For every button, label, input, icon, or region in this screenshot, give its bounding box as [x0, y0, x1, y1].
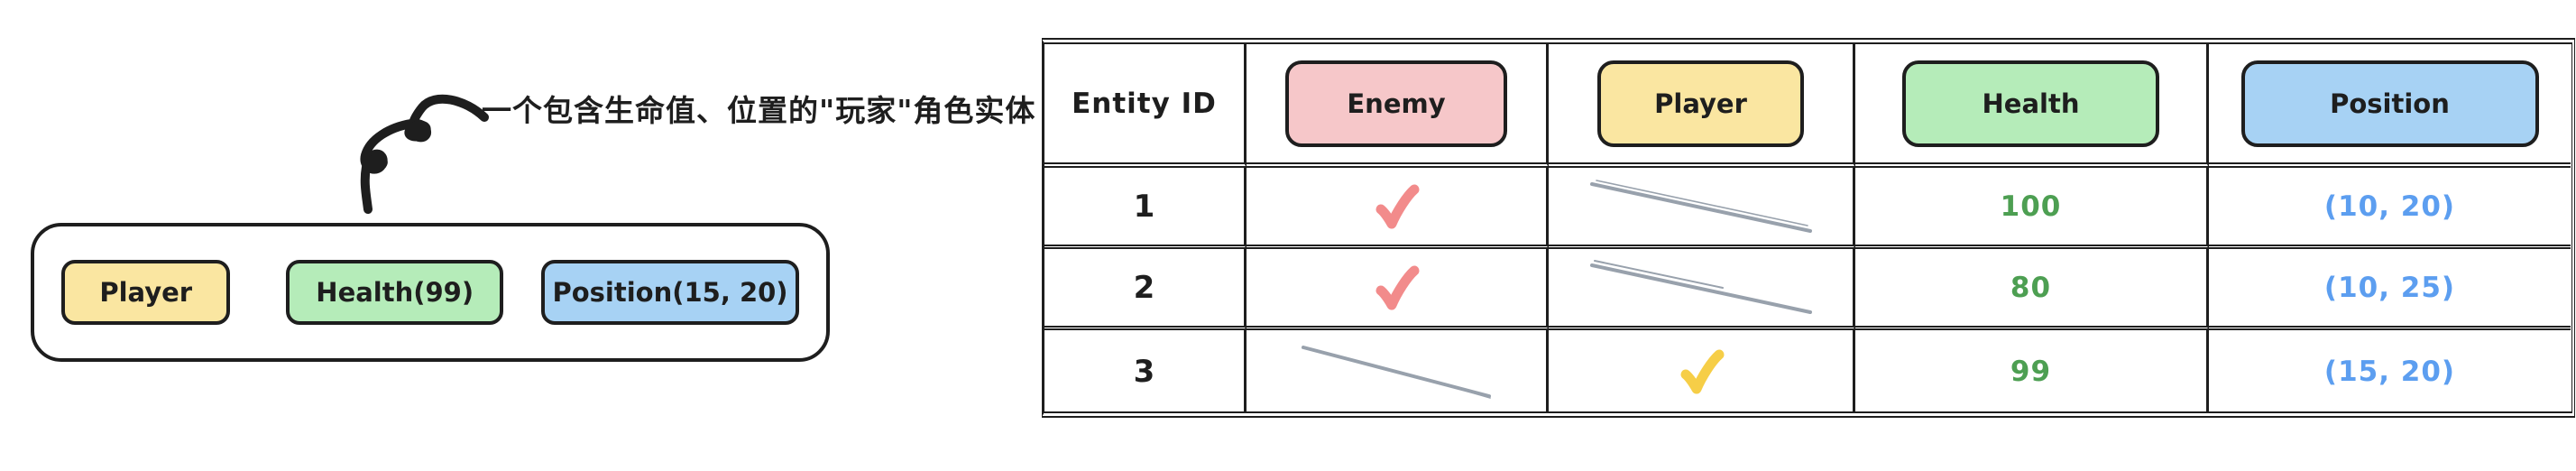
column-badge-position: Position — [2240, 60, 2539, 147]
row1-cell-enemy — [1247, 168, 1549, 249]
header-cell-player: Player — [1549, 44, 1855, 168]
check-icon — [1680, 349, 1724, 394]
column-badge-health: Health — [1902, 60, 2159, 147]
check-icon — [1375, 265, 1420, 309]
row2-cell-position: (10, 25) — [2209, 249, 2571, 330]
row1-cell-player — [1549, 168, 1855, 249]
row3-cell-position: (15, 20) — [2209, 330, 2571, 413]
row2-cell-player — [1549, 249, 1855, 330]
row2-entity-id: 2 — [1133, 269, 1155, 306]
component-badge-player: Player — [61, 260, 231, 325]
row1-health-value: 100 — [2000, 189, 2062, 223]
component-badge-health-label: Health(99) — [316, 277, 474, 308]
entity-id-header-label: Entity ID — [1072, 87, 1217, 120]
header-cell-health: Health — [1855, 44, 2209, 168]
column-badge-player-label: Player — [1654, 88, 1747, 119]
header-cell-entity-id: Entity ID — [1044, 44, 1247, 168]
row2-position-value: (10, 25) — [2323, 271, 2456, 304]
component-badge-health: Health(99) — [286, 260, 504, 325]
row1-cell-id: 1 — [1044, 168, 1247, 249]
row1-position-value: (10, 20) — [2323, 189, 2456, 223]
slash-icon — [1589, 179, 1812, 233]
row3-health-value: 99 — [2010, 356, 2052, 388]
row1-cell-position: (10, 20) — [2209, 168, 2571, 249]
header-cell-enemy: Enemy — [1247, 44, 1549, 168]
slash-icon — [1302, 346, 1491, 399]
slash-icon — [1589, 259, 1812, 314]
component-badge-position-label: Position(15, 20) — [552, 277, 788, 308]
column-badge-health-label: Health — [1982, 88, 2080, 119]
column-badge-position-label: Position — [2330, 88, 2450, 119]
row2-cell-enemy — [1247, 249, 1549, 330]
row2-cell-id: 2 — [1044, 249, 1247, 330]
column-badge-enemy-label: Enemy — [1347, 88, 1446, 119]
row3-cell-id: 3 — [1044, 330, 1247, 413]
row3-entity-id: 3 — [1133, 354, 1155, 390]
column-badge-player: Player — [1597, 60, 1804, 147]
row2-cell-health: 80 — [1855, 249, 2209, 330]
row1-entity-id: 1 — [1133, 188, 1155, 225]
row2-health-value: 80 — [2010, 271, 2052, 304]
entity-annotation-label: 一个包含生命值、位置的"玩家"角色实体 — [482, 93, 1036, 128]
row3-cell-health: 99 — [1855, 330, 2209, 413]
ecs-component-table: Entity ID Enemy Player Health Position 1 — [1042, 38, 2575, 418]
entity-card: Player Health(99) Position(15, 20) — [31, 223, 830, 362]
column-badge-enemy: Enemy — [1285, 60, 1507, 147]
check-icon — [1375, 184, 1420, 228]
header-cell-position: Position — [2209, 44, 2571, 168]
curly-arrow — [360, 94, 489, 214]
component-badge-player-label: Player — [99, 277, 193, 308]
row3-position-value: (15, 20) — [2323, 356, 2456, 388]
row3-cell-player — [1549, 330, 1855, 413]
row1-cell-health: 100 — [1855, 168, 2209, 249]
row3-cell-enemy — [1247, 330, 1549, 413]
component-badge-position: Position(15, 20) — [541, 260, 799, 325]
